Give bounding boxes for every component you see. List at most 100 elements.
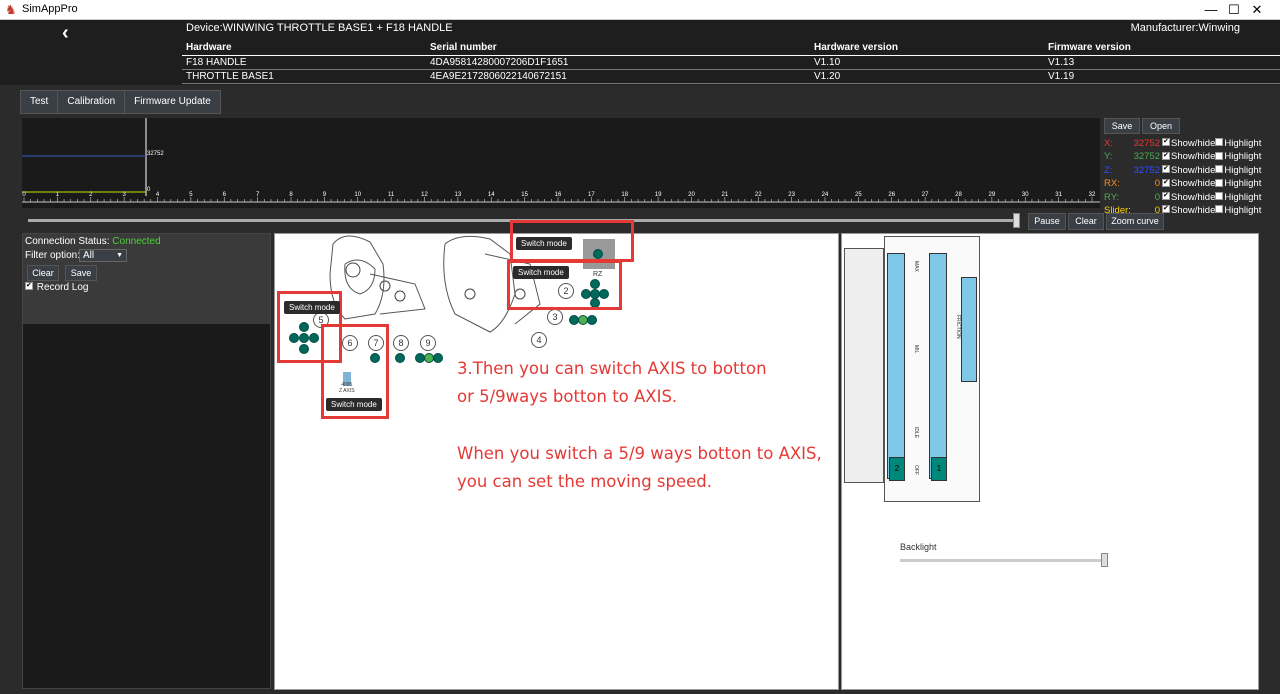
log-clear-button[interactable]: Clear — [27, 265, 59, 281]
axis-name: Y: — [1104, 151, 1113, 163]
cell: F18 HANDLE — [182, 55, 426, 70]
mil-label: MIL — [913, 345, 919, 354]
pause-button[interactable]: Pause — [1028, 213, 1066, 230]
highlight-checkbox[interactable] — [1215, 178, 1224, 187]
maximize-button[interactable]: ☐ — [1228, 2, 1240, 17]
highlight-checkbox[interactable] — [1215, 138, 1224, 147]
button-9c-indicator — [433, 353, 443, 363]
z-axis-bar — [343, 372, 351, 386]
show-hide-checkbox[interactable] — [1162, 178, 1170, 187]
callout-8: 8 — [393, 335, 409, 351]
axis-name: Slider: — [1104, 205, 1131, 216]
highlight-label: Highlight — [1224, 151, 1262, 163]
rz-indicator — [593, 249, 603, 259]
manufacturer-label: Manufacturer:Winwing — [1130, 22, 1240, 34]
y-marker-label: 32752 — [147, 151, 164, 157]
switch-mode-button-hat[interactable]: Switch mode — [284, 301, 340, 314]
show-hide-label: Show/hide — [1171, 205, 1216, 216]
open-axes-button[interactable]: Open — [1142, 118, 1180, 134]
callout-2: 2 — [558, 283, 574, 299]
callout-6: 6 — [342, 335, 358, 351]
show-hide-label: Show/hide — [1171, 138, 1216, 149]
throttle-side-left — [844, 248, 884, 483]
col-firmware-version: Firmware version — [1044, 41, 1280, 56]
switch-mode-button-rz[interactable]: Switch mode — [516, 237, 572, 250]
switch-mode-button-rhat[interactable]: Switch mode — [513, 266, 569, 279]
filter-select[interactable]: All ▼ — [79, 249, 127, 262]
show-hide-checkbox[interactable] — [1162, 151, 1170, 160]
idle-label: IDLE — [913, 427, 919, 439]
friction-label: FRICTION — [955, 315, 961, 339]
tab-calibration[interactable]: Calibration — [58, 91, 126, 113]
chevron-down-icon: ▼ — [116, 252, 123, 259]
show-hide-label: Show/hide — [1171, 178, 1216, 190]
device-title: Device:WINWING THROTTLE BASE1 + F18 HAND… — [186, 22, 453, 34]
tab-test[interactable]: Test — [21, 91, 59, 113]
highlight-label: Highlight — [1224, 191, 1262, 203]
lever-1-handle: 1 — [931, 457, 947, 481]
log-panel: Connection Status: Connected Filter opti… — [22, 233, 271, 689]
max-label: MAX — [913, 261, 919, 272]
tick-label: 8 — [289, 192, 293, 198]
backlight-label: Backlight — [900, 542, 937, 552]
callout-7: 7 — [368, 335, 384, 351]
tick-label: 6 — [223, 192, 227, 198]
back-arrow-icon[interactable]: ‹ — [62, 22, 69, 44]
backlight-slider-thumb[interactable] — [1101, 553, 1108, 567]
rz-axis-box — [583, 239, 615, 269]
cell: V1.13 — [1044, 55, 1280, 70]
callout-9: 9 — [420, 335, 436, 351]
tab-firmware-update[interactable]: Firmware Update — [134, 96, 211, 107]
axis-name: RY: — [1104, 191, 1120, 203]
table-header-row: Hardware Serial number Hardware version … — [182, 41, 1280, 56]
tick-label: 19 — [655, 192, 662, 198]
connection-status: Connection Status: Connected — [25, 236, 161, 247]
instruction-line: you can set the moving speed. — [457, 472, 713, 491]
highlight-label: Highlight — [1224, 138, 1262, 149]
clear-graph-button[interactable]: Clear — [1068, 213, 1104, 230]
tick-label: 14 — [488, 192, 495, 198]
show-hide-checkbox[interactable] — [1162, 137, 1170, 147]
status-label: Connection Status: — [25, 236, 110, 247]
axis-name: Z: — [1104, 164, 1113, 176]
log-controls: Connection Status: Connected Filter opti… — [23, 234, 270, 324]
tick-label: 31 — [1055, 192, 1062, 198]
show-hide-checkbox[interactable] — [1162, 204, 1170, 214]
status-value: Connected — [112, 236, 161, 247]
tick-label: 21 — [722, 192, 729, 198]
title-bar: ♞ SimAppPro — ☐ ✕ — [0, 0, 1280, 20]
throttle-diagram: 2 1 MAX MIL IDLE OFF FRICTION Backlight — [841, 233, 1259, 690]
record-log-checkbox[interactable] — [25, 281, 33, 291]
record-log-toggle[interactable]: Record Log — [25, 281, 88, 293]
close-button[interactable]: ✕ — [1251, 2, 1263, 17]
callout-3: 3 — [547, 309, 563, 325]
backlight-slider-track[interactable] — [900, 559, 1108, 562]
highlight-checkbox[interactable] — [1215, 165, 1224, 174]
highlight-checkbox[interactable] — [1215, 205, 1224, 214]
app-logo-icon: ♞ — [5, 2, 17, 17]
lever-2-track — [887, 253, 905, 479]
tick-label: 22 — [755, 192, 762, 198]
show-hide-checkbox[interactable] — [1162, 164, 1170, 174]
button-3c-indicator — [587, 315, 597, 325]
show-hide-checkbox[interactable] — [1162, 191, 1170, 201]
highlight-checkbox[interactable] — [1215, 192, 1224, 201]
switch-mode-button-zaxis[interactable]: Switch mode — [326, 398, 382, 411]
log-save-button[interactable]: Save — [65, 265, 97, 281]
off-label: OFF — [913, 465, 919, 475]
highlight-box-rhat — [507, 260, 622, 310]
minimize-button[interactable]: — — [1204, 2, 1218, 17]
save-axes-button[interactable]: Save — [1104, 118, 1140, 134]
tick-label: 24 — [822, 192, 829, 198]
timeline-slider-thumb[interactable] — [1013, 213, 1020, 228]
tick-label: 12 — [421, 192, 428, 198]
zoom-curve-button[interactable]: Zoom curve — [1106, 213, 1164, 230]
highlight-checkbox[interactable] — [1215, 151, 1224, 160]
hat-up-indicator — [299, 322, 309, 332]
window-title: SimAppPro — [22, 3, 78, 15]
tick-label: 18 — [621, 192, 628, 198]
tick-label: 11 — [388, 192, 395, 198]
handle-drawing — [329, 235, 541, 333]
